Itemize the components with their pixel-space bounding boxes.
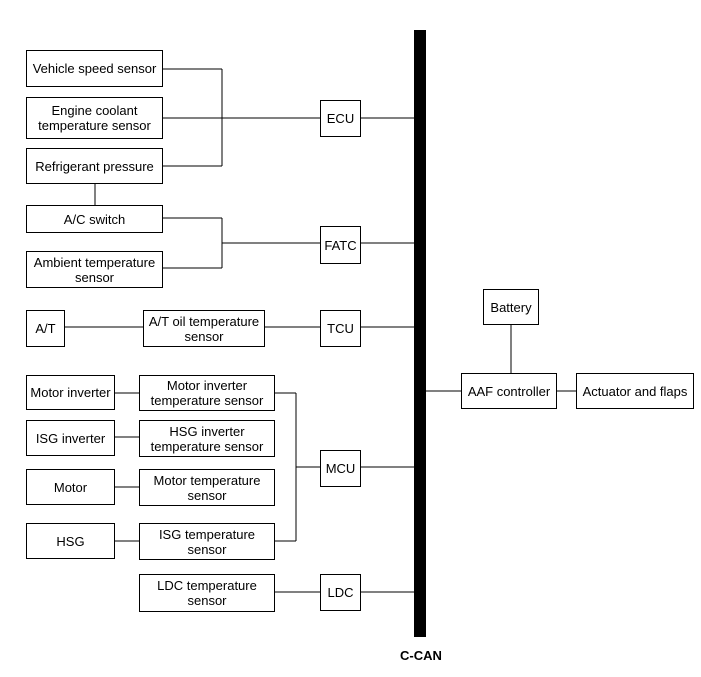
battery-box: Battery [483,289,539,325]
ecu-box: ECU [320,100,361,137]
hsg-box: HSG [26,523,115,559]
aaf-controller-box: AAF controller [461,373,557,409]
connection-lines [65,68,576,593]
engine-coolant-temperature-sensor-box: Engine coolant temperature sensor [26,97,163,139]
fatc-box: FATC [320,226,361,264]
refrigerant-pressure-box: Refrigerant pressure [26,148,163,184]
at-box: A/T [26,310,65,347]
at-oil-temperature-sensor-box: A/T oil temperature sensor [143,310,265,347]
c-can-bus [414,30,426,637]
motor-box: Motor [26,469,115,505]
actuator-and-flaps-box: Actuator and flaps [576,373,694,409]
mcu-box: MCU [320,450,361,487]
ac-switch-box: A/C switch [26,205,163,233]
motor-inverter-temperature-sensor-box: Motor inverter temperature sensor [139,375,275,411]
tcu-box: TCU [320,310,361,347]
ambient-temperature-sensor-box: Ambient temperature sensor [26,251,163,288]
motor-temperature-sensor-box: Motor temperature sensor [139,469,275,506]
hsg-inverter-temperature-sensor-box: HSG inverter temperature sensor [139,420,275,457]
vehicle-speed-sensor-box: Vehicle speed sensor [26,50,163,87]
c-can-label: C-CAN [400,648,442,663]
motor-inverter-box: Motor inverter [26,375,115,410]
ldc-temperature-sensor-box: LDC temperature sensor [139,574,275,612]
isg-temperature-sensor-box: ISG temperature sensor [139,523,275,560]
ldc-box: LDC [320,574,361,611]
isg-inverter-box: ISG inverter [26,420,115,456]
